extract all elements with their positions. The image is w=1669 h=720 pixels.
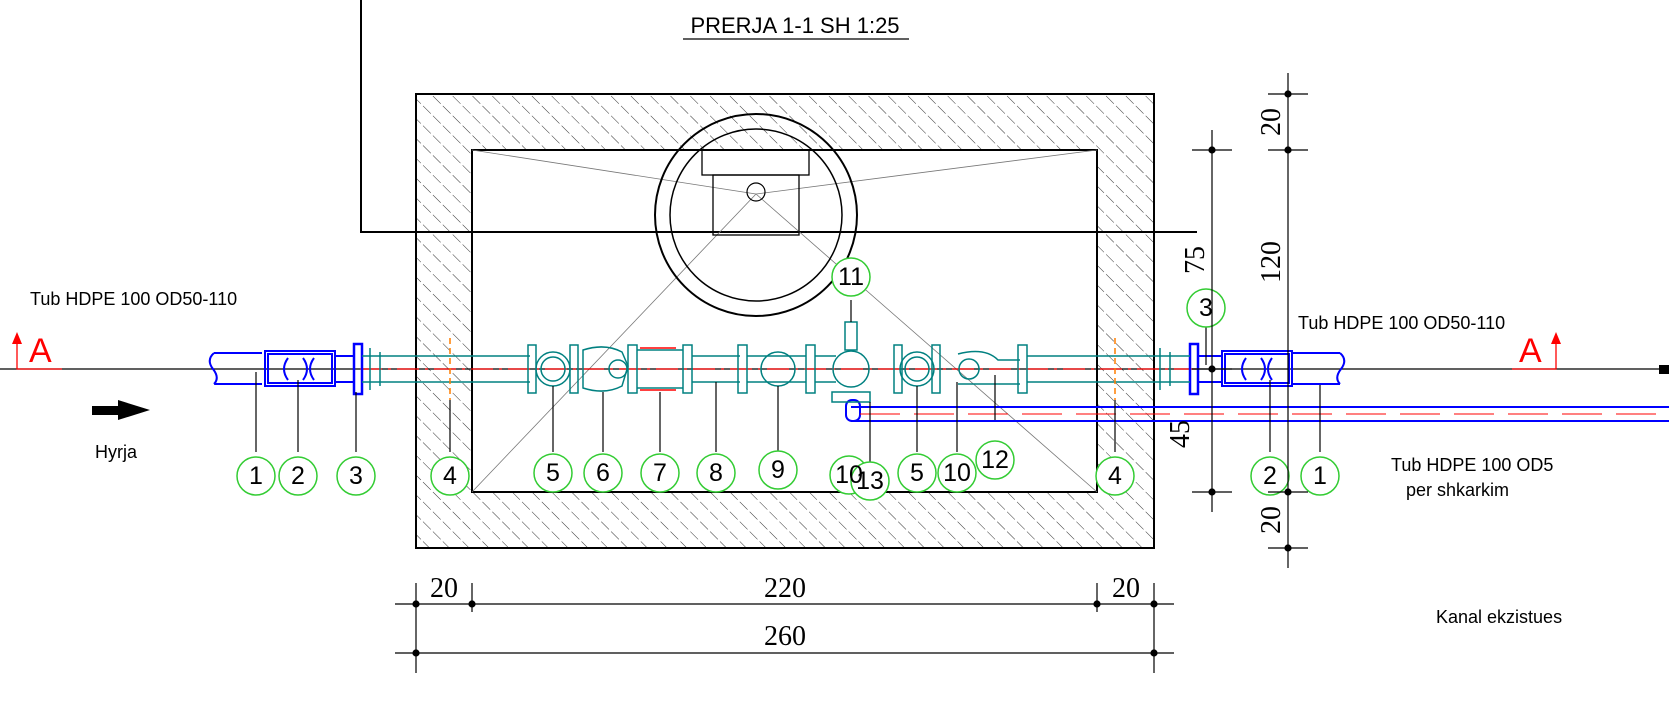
right-dimensions bbox=[1192, 73, 1308, 568]
callout-10-right: 10 bbox=[943, 459, 971, 487]
callout-5-right: 5 bbox=[910, 459, 924, 487]
chamber-inner-wall bbox=[471, 149, 1098, 493]
drain-pipe-label-2: per shkarkim bbox=[1406, 480, 1509, 500]
pipe-out-label: Tub HDPE 100 OD50-110 bbox=[1298, 313, 1505, 333]
callouts bbox=[236, 257, 1340, 501]
bottom-dimensions bbox=[395, 583, 1174, 673]
section-label-left: A bbox=[29, 332, 52, 370]
section-cut-line bbox=[360, 0, 1197, 233]
callout-1: 1 bbox=[249, 462, 263, 490]
dim-right-total: 120 bbox=[1256, 241, 1287, 283]
dim-bottom-total: 260 bbox=[764, 621, 806, 652]
wall-sleeves bbox=[449, 338, 1116, 400]
callout-1-right: 1 bbox=[1313, 462, 1327, 490]
manhole bbox=[654, 113, 858, 317]
flow-arrow-icon bbox=[92, 400, 150, 420]
callout-4-right: 4 bbox=[1108, 462, 1122, 490]
callout-11: 11 bbox=[838, 263, 864, 291]
callout-2-right: 2 bbox=[1263, 462, 1277, 490]
section-label-right: A bbox=[1519, 332, 1542, 370]
outlet-pipe-assembly bbox=[1188, 342, 1346, 396]
leaders bbox=[255, 300, 1321, 467]
callout-7: 7 bbox=[653, 459, 667, 487]
wall-hatch bbox=[416, 94, 1154, 548]
chamber-outer-wall bbox=[415, 93, 1155, 549]
callout-12: 12 bbox=[981, 446, 1009, 474]
fittings bbox=[362, 321, 1190, 403]
inlet-label: Hyrja bbox=[95, 442, 138, 462]
drain-pipe-label: Tub HDPE 100 OD5 bbox=[1391, 455, 1553, 475]
pipe-in-label: Tub HDPE 100 OD50-110 bbox=[30, 289, 237, 309]
section-marker-left: A bbox=[12, 332, 62, 370]
dim-bottom-left: 20 bbox=[430, 573, 458, 604]
callout-9: 9 bbox=[771, 456, 785, 484]
inlet-pipe-assembly bbox=[208, 342, 364, 396]
channel-label: Kanal ekzistues bbox=[1436, 607, 1562, 627]
drain-pipe bbox=[845, 399, 1669, 422]
callout-13: 13 bbox=[856, 467, 884, 495]
callout-5: 5 bbox=[546, 459, 560, 487]
dim-right-top: 20 bbox=[1256, 108, 1287, 136]
callout-numbers: 1 2 3 4 5 6 7 8 9 10 5 10 12 4 2 1 3 11 … bbox=[249, 263, 1327, 495]
dim-inner-top: 75 bbox=[1180, 246, 1211, 274]
callout-3-right: 3 bbox=[1199, 294, 1213, 322]
callout-8: 8 bbox=[709, 459, 723, 487]
callout-4: 4 bbox=[443, 462, 457, 490]
callout-2: 2 bbox=[291, 462, 305, 490]
dim-bottom-mid: 220 bbox=[764, 573, 806, 604]
callout-10: 10 bbox=[835, 461, 863, 489]
dim-bottom-right: 20 bbox=[1112, 573, 1140, 604]
axis-end-marker bbox=[1659, 365, 1669, 374]
dim-inner-bottom: 45 bbox=[1165, 420, 1196, 448]
drawing-title: PRERJA 1-1 SH 1:25 bbox=[690, 13, 899, 38]
callout-6: 6 bbox=[596, 459, 610, 487]
dim-right-bottom: 20 bbox=[1256, 506, 1287, 534]
callout-3: 3 bbox=[349, 462, 363, 490]
section-marker-right: A bbox=[1512, 332, 1561, 370]
